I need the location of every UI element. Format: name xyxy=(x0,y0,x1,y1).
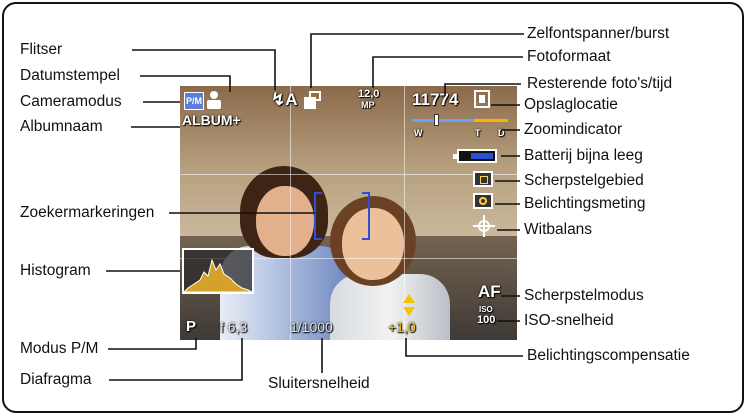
label-histogram: Histogram xyxy=(20,262,91,279)
zoom-label-d: D xyxy=(498,128,505,138)
histogram-box xyxy=(182,248,254,294)
label-zoomindicator: Zoomindicator xyxy=(524,121,623,138)
megapixels-value: 12,0 xyxy=(358,88,380,100)
white-balance-icon xyxy=(473,215,495,237)
shutter-speed-value: 1/1000 xyxy=(290,319,333,335)
label-zelfontspanner: Zelfontspanner/burst xyxy=(527,25,670,42)
label-sluitersnelheid: Sluitersnelheid xyxy=(268,375,370,392)
remaining-pictures-count: 11774 xyxy=(412,90,459,109)
figure-frame xyxy=(2,2,744,413)
grid-line-vertical-2 xyxy=(404,86,405,340)
leader-modus-pm xyxy=(108,338,197,350)
label-datumstempel: Datumstempel xyxy=(20,67,120,84)
exposure-compensation-value: +1,0 xyxy=(388,319,416,335)
mode-p-indicator: P xyxy=(186,318,197,335)
leader-belichtingscompensatie xyxy=(405,338,523,357)
histogram-graph xyxy=(184,258,252,292)
label-modus-pm: Modus P/M xyxy=(20,340,99,357)
label-scherpstelgebied: Scherpstelgebied xyxy=(524,172,644,189)
leader-flitser xyxy=(132,49,276,90)
camera-mode-icon: P/M xyxy=(184,92,204,110)
leader-zelfontspanner xyxy=(310,33,524,88)
grid-line-horizontal-2 xyxy=(180,258,517,259)
label-witbalans: Witbalans xyxy=(524,221,593,238)
zoom-label-t: T xyxy=(475,128,481,138)
iso-label: ISO xyxy=(479,305,493,314)
iso-value: 100 xyxy=(477,314,496,326)
low-battery-icon xyxy=(453,149,497,163)
label-flitser: Flitser xyxy=(20,41,63,58)
photo-child-right-face xyxy=(342,208,404,280)
storage-location-icon xyxy=(474,90,490,108)
camera-lcd-screen: P/M ↯A 12,0 MP ALBUM+ 11774 W T D xyxy=(180,86,517,340)
zoom-indicator-bar xyxy=(412,114,508,126)
zoom-position-marker xyxy=(434,114,439,126)
focus-frame-marker xyxy=(314,192,370,240)
megapixels-unit: MP xyxy=(361,100,375,110)
leader-datumstempel xyxy=(140,75,231,92)
album-name: ALBUM+ xyxy=(182,112,241,128)
zoom-digital-range xyxy=(474,119,508,122)
label-diafragma: Diafragma xyxy=(20,371,92,388)
leader-diafragma xyxy=(109,338,243,381)
leader-resterende xyxy=(444,83,521,96)
zoom-optical-range xyxy=(412,119,474,122)
photo-child-right-body xyxy=(330,274,450,340)
focus-zone-icon xyxy=(473,171,493,187)
date-stamp-icon xyxy=(207,91,221,109)
self-timer-burst-icon xyxy=(304,91,322,109)
zoom-label-w: W xyxy=(414,128,423,138)
leader-fotoformaat xyxy=(372,56,523,88)
photo-child-left-face xyxy=(256,186,314,256)
aperture-value: f 6,3 xyxy=(220,319,248,335)
exposure-metering-icon xyxy=(473,193,493,209)
label-belichtingscompensatie: Belichtingscompensatie xyxy=(527,347,690,364)
grid-line-horizontal-1 xyxy=(180,174,517,175)
label-batterij: Batterij bijna leeg xyxy=(524,147,643,164)
label-scherpstelmodus: Scherpstelmodus xyxy=(524,287,644,304)
af-mode-indicator: AF xyxy=(478,282,501,301)
label-cameramodus: Cameramodus xyxy=(20,93,122,110)
label-zoekermarkeringen: Zoekermarkeringen xyxy=(20,204,155,221)
label-belichtingsmeting: Belichtingsmeting xyxy=(524,195,646,212)
label-fotoformaat: Fotoformaat xyxy=(527,48,611,65)
flash-icon: ↯A xyxy=(271,90,298,109)
exposure-compensation-arrows xyxy=(403,294,415,318)
label-opslaglocatie: Opslaglocatie xyxy=(524,96,618,113)
label-albumnaam: Albumnaam xyxy=(20,118,103,135)
label-iso: ISO-snelheid xyxy=(524,312,614,329)
label-resterende: Resterende foto's/tijd xyxy=(527,75,673,92)
